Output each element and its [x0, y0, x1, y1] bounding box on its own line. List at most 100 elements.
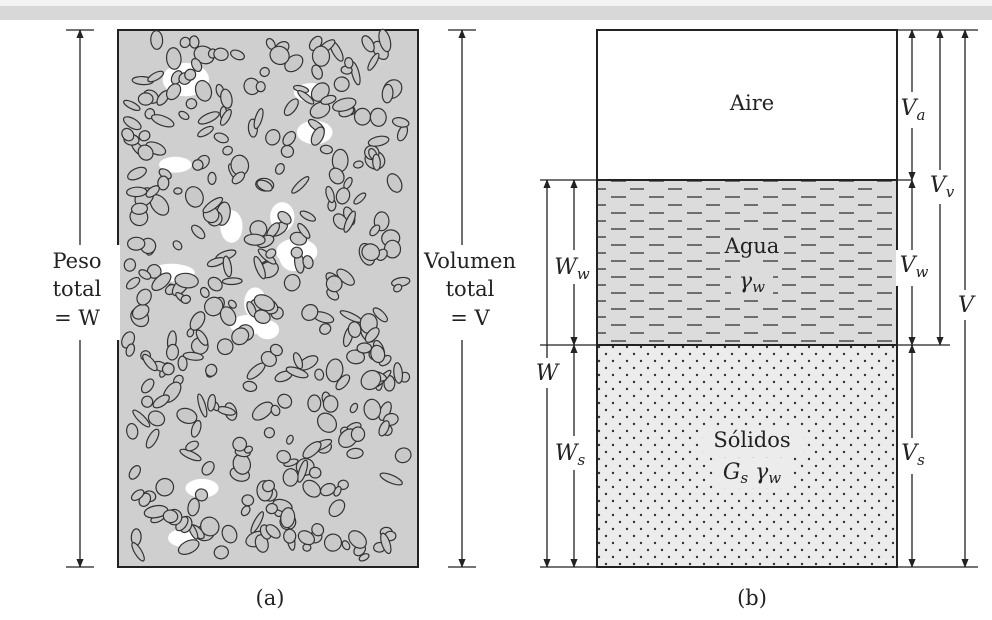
- soil-grain: [333, 76, 350, 93]
- soil-grain: [241, 494, 255, 507]
- soil-grain: [360, 369, 382, 391]
- soil-grain: [325, 185, 335, 204]
- soil-grain: [194, 488, 209, 502]
- vw-label: Vw: [900, 253, 929, 281]
- soil-grain: [213, 545, 229, 560]
- soil-grain: [314, 368, 325, 381]
- soil-grain: [311, 64, 323, 80]
- right-label-line-3: = V: [450, 306, 490, 330]
- soil-grain: [319, 323, 332, 335]
- soil-grain: [128, 465, 142, 480]
- left-label-line-3: = W: [54, 306, 100, 330]
- soil-grain: [155, 477, 175, 497]
- soil-grain: [131, 303, 150, 320]
- soil-grain: [319, 144, 333, 155]
- soil-grain: [291, 176, 310, 194]
- soil-grain: [150, 30, 164, 50]
- ww-label: Ww: [554, 255, 590, 283]
- soil-grain: [299, 210, 316, 222]
- soil-grain: [348, 530, 367, 549]
- vv-label: Vv: [930, 173, 955, 201]
- soil-grain: [283, 98, 299, 117]
- top-band: [0, 0, 992, 6]
- caption-a: (a): [256, 586, 285, 610]
- soil-grain: [335, 187, 351, 205]
- soil-grain: [219, 108, 232, 126]
- soil-grain: [363, 398, 382, 421]
- soil-grain: [184, 186, 204, 208]
- soil-grain: [126, 422, 139, 440]
- va-label: Va: [901, 96, 926, 124]
- soil-grain: [221, 524, 238, 544]
- soil-grain: [216, 338, 234, 356]
- soil-grain: [283, 528, 297, 544]
- soil-grain: [290, 246, 303, 259]
- soil-grain: [179, 448, 202, 462]
- soil-grain: [185, 440, 200, 452]
- soil-grains: [121, 28, 412, 562]
- v-label: V: [958, 293, 976, 318]
- left-label-line-2: total: [53, 277, 102, 301]
- soil-grain: [297, 89, 315, 105]
- soil-grain: [201, 460, 215, 476]
- soil-grain: [341, 540, 351, 551]
- soil-grain: [364, 327, 380, 343]
- soil-grain: [185, 98, 198, 110]
- soil-grain: [328, 167, 345, 185]
- soil-grain: [242, 380, 258, 393]
- soil-grain: [138, 130, 151, 142]
- soil-grain: [243, 445, 254, 454]
- soil-grain: [136, 288, 152, 306]
- soil-grain: [191, 224, 206, 240]
- soil-grain: [265, 524, 281, 539]
- soil-grain: [125, 343, 136, 357]
- soil-grain: [344, 57, 354, 69]
- soil-grain: [205, 363, 218, 377]
- soil-grain: [123, 258, 137, 272]
- soil-grain: [269, 45, 290, 66]
- soil-grain: [253, 108, 264, 130]
- soil-grain: [127, 166, 147, 181]
- soil-grain: [174, 272, 199, 289]
- soil-grain: [179, 36, 191, 49]
- soil-grain: [320, 94, 337, 105]
- soil-grain: [343, 210, 356, 233]
- soil-grain: [250, 511, 265, 534]
- soil-grain: [176, 407, 198, 425]
- soil-grain: [346, 447, 364, 460]
- soil-grain: [353, 160, 364, 169]
- soil-grain: [297, 222, 311, 239]
- soil-grain: [261, 479, 276, 493]
- soil-grain: [150, 114, 175, 128]
- solids-label: Sólidos: [713, 428, 790, 452]
- soil-grain: [197, 111, 220, 125]
- soil-grain: [289, 231, 308, 246]
- soil-grain: [126, 186, 148, 198]
- soil-grain: [162, 509, 179, 524]
- soil-grain: [222, 145, 234, 156]
- soil-grain: [141, 395, 154, 408]
- soil-grain: [353, 107, 372, 126]
- soil-grain: [328, 499, 346, 518]
- soil-grain: [282, 130, 297, 147]
- soil-grain: [187, 497, 200, 517]
- soil-grain: [302, 479, 322, 498]
- soil-grain: [322, 395, 339, 413]
- soil-grain: [184, 68, 197, 81]
- soil-grain: [192, 159, 204, 171]
- soil-grain: [325, 358, 344, 383]
- soil-grain: [173, 187, 183, 195]
- soil-grain: [165, 343, 180, 361]
- soil-grain: [197, 125, 214, 138]
- soil-grain: [222, 255, 233, 278]
- soil-grain: [309, 101, 331, 119]
- soil-grain: [292, 352, 304, 370]
- soil-grain: [301, 304, 319, 321]
- soil-grain: [367, 52, 380, 71]
- caption-b: (b): [737, 586, 767, 610]
- soil-grain: [157, 175, 170, 191]
- soil-grain: [178, 110, 190, 121]
- soil-grain: [219, 306, 237, 326]
- soil-grain: [197, 393, 208, 418]
- soil-grain: [353, 192, 367, 205]
